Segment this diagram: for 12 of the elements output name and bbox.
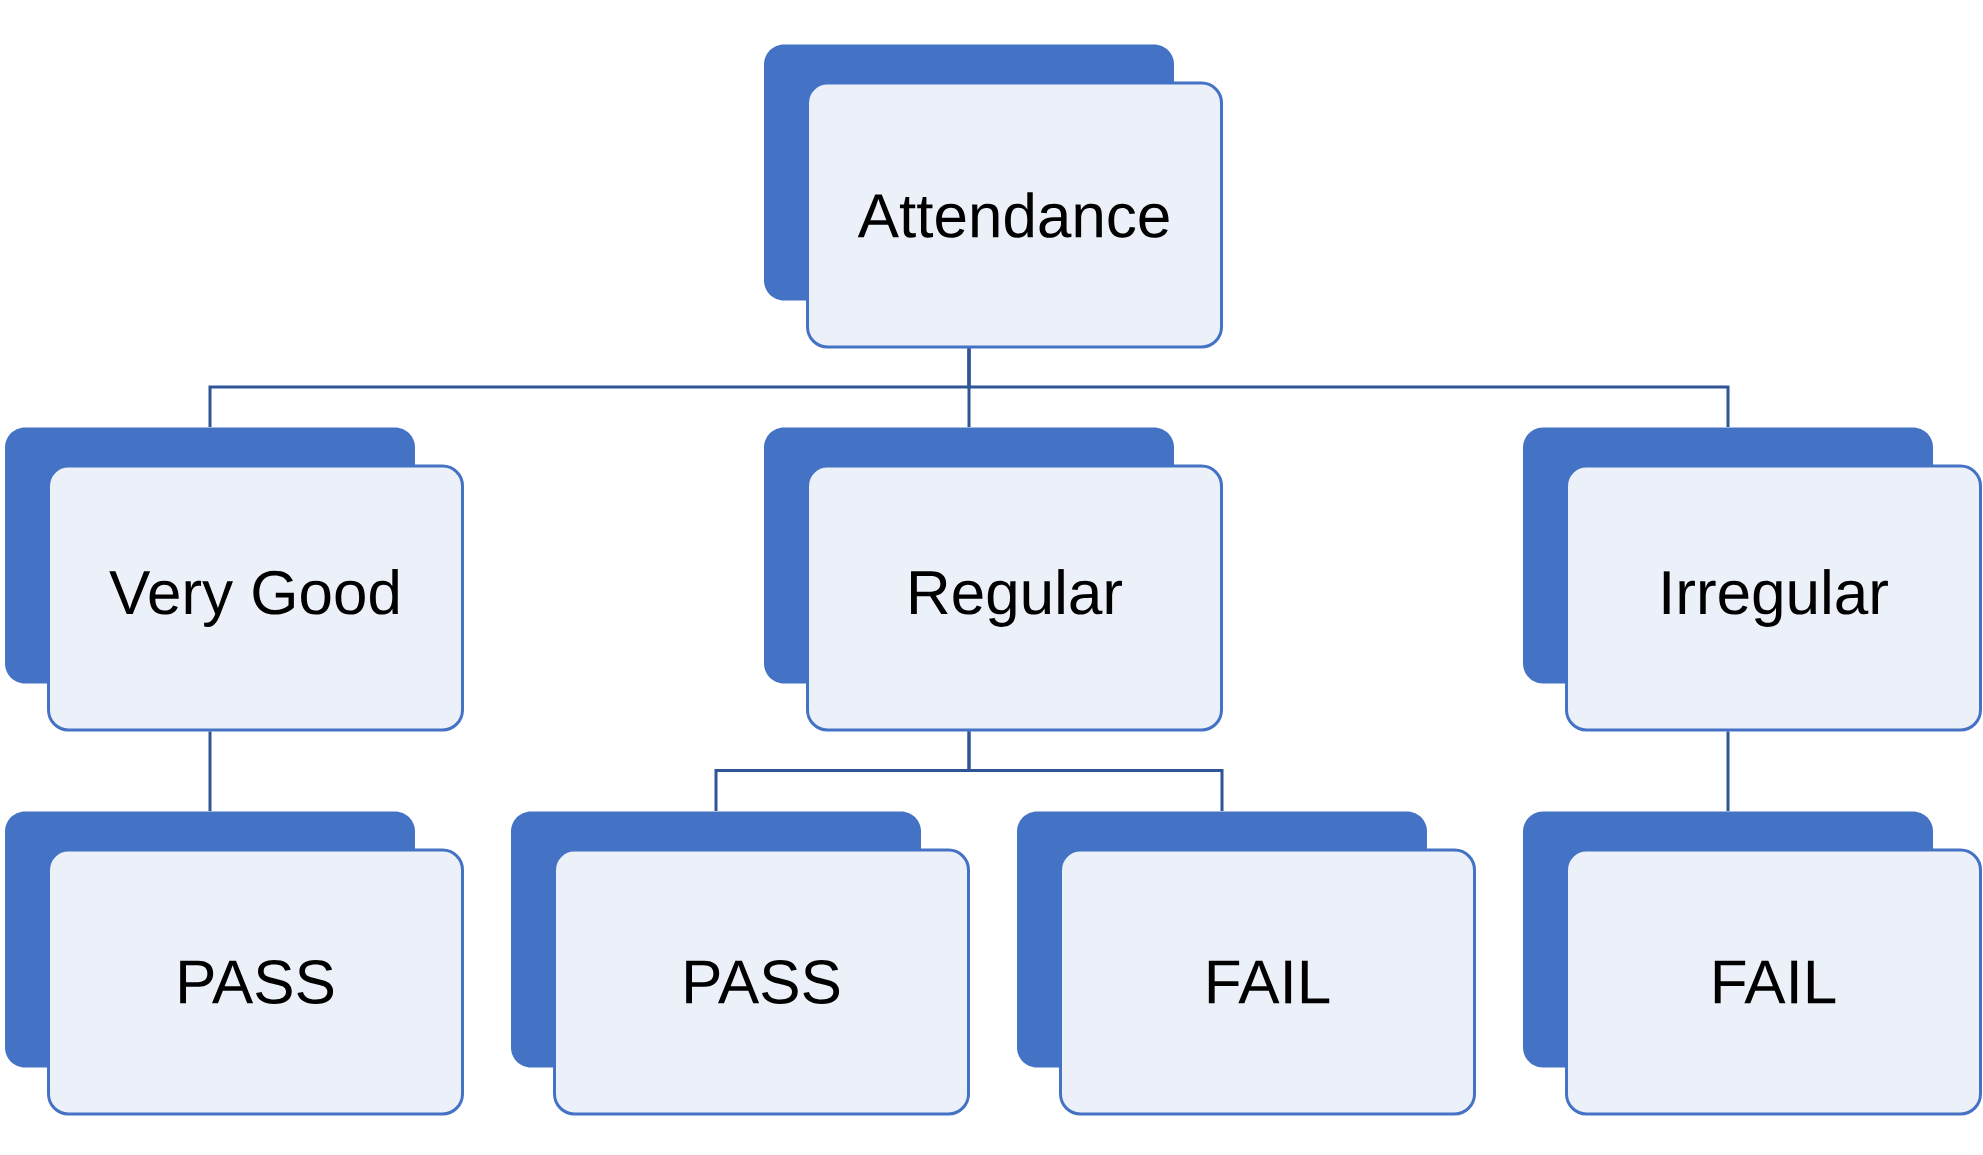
org-chart-box: PASS <box>511 811 970 1116</box>
connector-line <box>1726 731 1730 812</box>
org-chart-box: Irregular <box>1523 427 1982 732</box>
connector-line <box>208 731 212 812</box>
org-chart-box: FAIL <box>1017 811 1476 1116</box>
connector-line <box>967 731 1224 812</box>
org-chart-box: Very Good <box>5 427 464 732</box>
org-chart-box: Regular <box>764 427 1223 732</box>
org-chart-box: Attendance <box>764 44 1223 349</box>
org-chart-box: FAIL <box>1523 811 1982 1116</box>
org-chart-box: PASS <box>5 811 464 1116</box>
connector-line <box>967 348 1730 428</box>
